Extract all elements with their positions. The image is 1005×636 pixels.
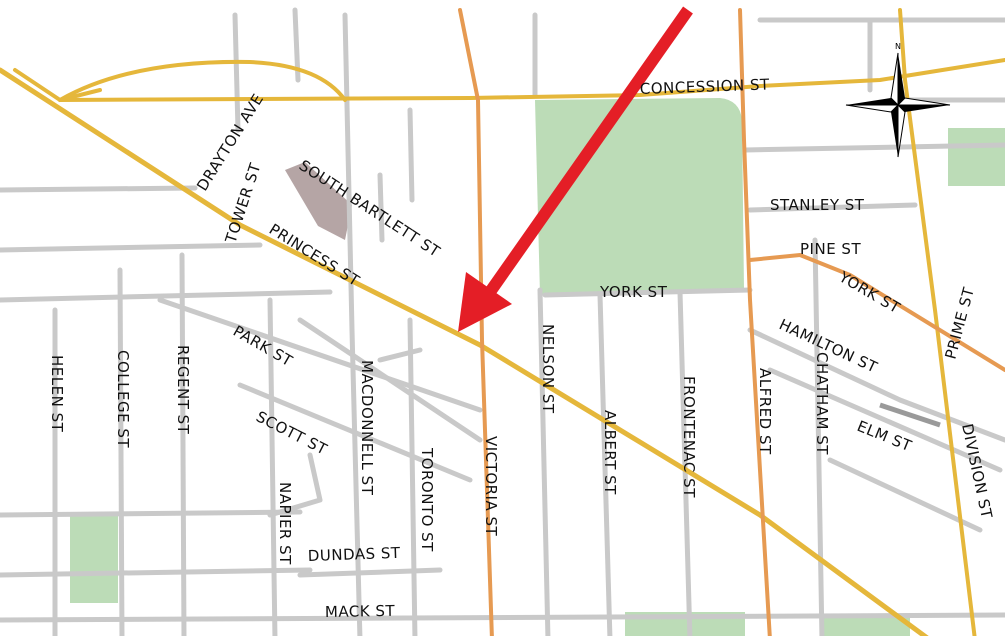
minor-road xyxy=(537,287,551,636)
minor-road xyxy=(767,367,1003,473)
red-arrow-head xyxy=(458,272,512,332)
minor-road xyxy=(747,327,1005,443)
label-chatham-st: CHATHAM ST xyxy=(813,352,831,455)
label-albert-st: ALBERT ST xyxy=(601,410,619,495)
minor-road xyxy=(0,509,303,518)
minor-road xyxy=(827,457,983,533)
minor-road xyxy=(0,612,1005,623)
minor-road xyxy=(117,267,125,636)
minor-road xyxy=(267,452,323,518)
york-st-road xyxy=(748,253,1005,372)
red-arrow xyxy=(458,6,693,332)
minor-road xyxy=(267,297,278,636)
minor-road xyxy=(297,567,443,578)
label-alfred-st: ALFRED ST xyxy=(756,368,774,455)
minor-road xyxy=(407,317,418,636)
minor-road xyxy=(0,567,313,578)
concession-st-loop xyxy=(58,59,347,102)
minor-road xyxy=(237,382,473,483)
label-victoria-st: VICTORIA ST xyxy=(482,436,500,537)
minor-road xyxy=(0,185,198,193)
major-roads xyxy=(0,8,1005,636)
minor-road xyxy=(747,202,918,213)
minor-road xyxy=(812,237,825,636)
label-regent-st: REGENT ST xyxy=(174,345,192,435)
compass-north-label: N xyxy=(895,42,901,51)
label-park-st: PARK ST xyxy=(230,322,296,371)
minor-road xyxy=(377,172,385,243)
dark-road-segment xyxy=(879,402,941,428)
minor-road xyxy=(407,107,415,203)
minor-roads xyxy=(0,7,1005,636)
label-college-st: COLLEGE ST xyxy=(114,350,132,448)
minor-road xyxy=(0,242,263,253)
label-nelson-st: NELSON ST xyxy=(539,324,557,414)
label-napier-st: NAPIER ST xyxy=(276,482,294,565)
minor-road xyxy=(742,142,1005,153)
street-labels: CONCESSION ST DRAYTON AVE TOWER ST SOUTH… xyxy=(48,75,996,621)
label-frontenac-st: FRONTENAC ST xyxy=(680,376,698,498)
red-arrow-shaft xyxy=(485,6,693,296)
minor-road xyxy=(179,252,187,636)
park-area xyxy=(70,515,118,603)
minor-road xyxy=(677,289,693,636)
label-stanley-st: STANLEY ST xyxy=(770,196,865,214)
park-area xyxy=(948,128,1005,186)
label-concession-st: CONCESSION ST xyxy=(640,75,771,98)
park-area xyxy=(535,98,744,295)
label-mack-st: MACK ST xyxy=(325,602,396,621)
label-york-st-east: YORK ST xyxy=(835,267,903,317)
concession-st-branch xyxy=(13,68,102,102)
minor-road xyxy=(342,12,363,636)
minor-road xyxy=(377,347,423,363)
park-area xyxy=(820,618,910,636)
division-st-road xyxy=(898,8,977,636)
minor-road xyxy=(597,292,613,636)
minor-road xyxy=(232,12,241,133)
label-helen-st: HELEN ST xyxy=(48,355,66,433)
minor-road xyxy=(0,289,333,303)
minor-road xyxy=(542,287,753,298)
minor-road xyxy=(157,297,483,413)
label-toronto-st: TORONTO ST xyxy=(418,447,436,552)
compass-rose-icon: N xyxy=(845,42,951,158)
label-york-st-west: YORK ST xyxy=(599,283,668,301)
minor-road xyxy=(297,317,483,443)
label-elm-st: ELM ST xyxy=(855,417,915,455)
label-macdonnell-st: MACDONNELL ST xyxy=(358,360,376,496)
label-pine-st: PINE ST xyxy=(800,240,861,258)
princess-st-road xyxy=(0,67,929,636)
alfred-st-road xyxy=(738,8,772,636)
building xyxy=(285,162,352,240)
label-dundas-st: DUNDAS ST xyxy=(308,544,402,565)
victoria-st-road xyxy=(458,8,494,636)
